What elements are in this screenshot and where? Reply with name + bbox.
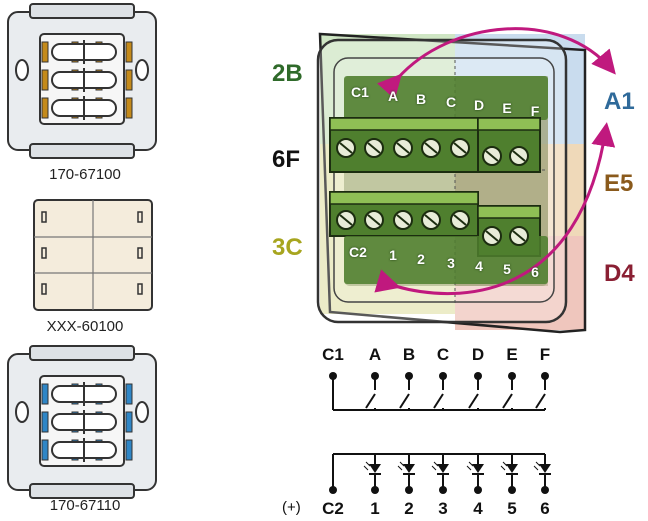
led-symbol <box>397 465 403 471</box>
mechanism-170-67110 <box>7 345 157 499</box>
terminal-2: 2 <box>417 251 425 267</box>
sch-label-2: 2 <box>404 499 414 518</box>
terminal-6: 6 <box>531 264 539 280</box>
mech1-contacts-contacts <box>41 40 133 120</box>
wiring-schematic <box>329 372 551 494</box>
sch-label-1: 1 <box>370 499 380 518</box>
sch-plus-label: (+) <box>282 499 301 516</box>
sch-label-e: E <box>506 345 518 364</box>
led-symbol <box>433 461 439 467</box>
led-symbol <box>363 465 369 471</box>
switch-symbol <box>502 393 513 409</box>
device-label-170-67110: 170-67110 <box>49 497 121 514</box>
led-symbol <box>539 464 551 473</box>
arrow-2b-to-a1 <box>377 27 616 100</box>
sch-label-c: C <box>436 345 450 364</box>
arrow-1-to-e5 <box>374 122 616 296</box>
sch-label-b: B <box>402 345 416 364</box>
terminal-d: D <box>473 97 485 113</box>
led-symbol <box>466 465 472 471</box>
led-symbol <box>502 461 508 467</box>
cover-plate-xxx-60100 <box>33 199 153 311</box>
led-symbol <box>437 464 449 473</box>
sch-label-5: 5 <box>507 499 517 518</box>
sch-label-4: 4 <box>473 499 483 518</box>
terminal-c2: C2 <box>349 244 367 260</box>
code-2b: 2B <box>272 60 303 87</box>
led-symbol <box>535 461 541 467</box>
terminal-4: 4 <box>475 258 483 274</box>
code-d4: D4 <box>604 260 635 287</box>
terminal-f: F <box>530 103 540 119</box>
terminal-c1: C1 <box>351 84 369 100</box>
sch-label-3: 3 <box>438 499 448 518</box>
terminal-c: C <box>445 94 457 110</box>
switch-symbol <box>535 393 546 409</box>
switch-symbol <box>365 393 376 409</box>
code-e5: E5 <box>604 170 634 197</box>
led-symbol <box>399 461 405 467</box>
led-symbol <box>369 464 381 473</box>
terminal-block <box>316 32 587 334</box>
code-a1: A1 <box>604 88 635 115</box>
terminal-e: E <box>502 100 512 116</box>
device-label-170-67100: 170-67100 <box>49 166 121 183</box>
code-3c: 3C <box>272 234 303 261</box>
led-symbol <box>472 464 484 473</box>
sch-label-f: F <box>539 345 551 364</box>
led-symbol <box>541 486 549 494</box>
led-symbol <box>439 486 447 494</box>
switch-symbol <box>468 393 479 409</box>
led-symbol <box>365 461 371 467</box>
sch-label-c1: C1 <box>322 345 344 364</box>
terminal-5: 5 <box>503 261 511 277</box>
code-6f: 6F <box>272 146 301 173</box>
led-symbol <box>403 464 415 473</box>
sch-label-d: D <box>471 345 485 364</box>
led-symbol <box>474 486 482 494</box>
led-symbol <box>506 464 518 473</box>
led-symbol <box>533 465 539 471</box>
led-symbol <box>508 486 516 494</box>
switch-symbol <box>433 393 444 409</box>
sch-label-a: A <box>368 345 382 364</box>
led-symbol <box>468 461 474 467</box>
mechanism-170-67100 <box>7 3 157 159</box>
mech2-contacts-contacts <box>41 382 133 462</box>
sch-label-c2: C2 <box>322 499 344 518</box>
led-symbol <box>500 465 506 471</box>
switch-symbol <box>399 393 410 409</box>
terminal-a: A <box>387 88 399 104</box>
led-symbol <box>431 465 437 471</box>
led-symbol <box>371 486 379 494</box>
terminal-3: 3 <box>447 255 455 271</box>
led-symbol <box>405 486 413 494</box>
sch-label-6: 6 <box>540 499 550 518</box>
terminal-b: B <box>415 91 427 107</box>
device-label-xxx-60100: XXX-60100 <box>46 318 124 335</box>
terminal-1: 1 <box>389 247 397 263</box>
